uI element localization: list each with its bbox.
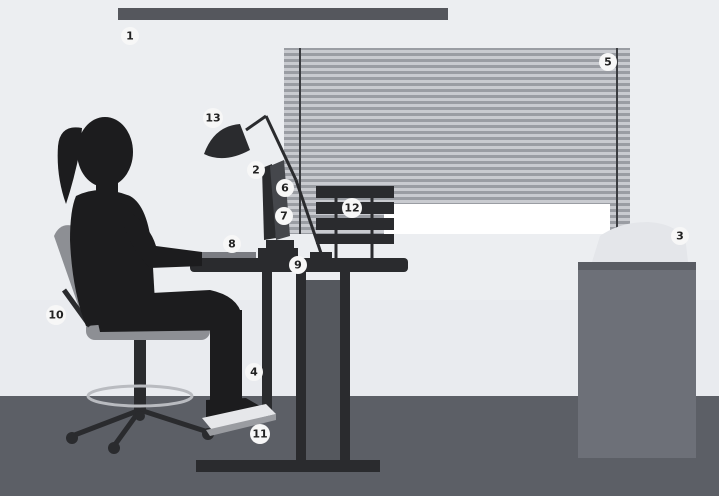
blind-slat bbox=[284, 140, 630, 143]
blind-slat bbox=[284, 164, 630, 167]
blind-slat bbox=[284, 176, 630, 179]
blind-slat bbox=[284, 86, 630, 89]
callout-10-label: 10 bbox=[48, 309, 64, 322]
keyboard bbox=[196, 252, 256, 258]
callout-6-label: 6 bbox=[281, 182, 289, 195]
blind-slat bbox=[284, 98, 630, 101]
blind-slat bbox=[284, 128, 630, 131]
callout-3-label: 3 bbox=[676, 230, 684, 243]
blind-slat bbox=[284, 104, 630, 107]
blind-slat bbox=[284, 92, 630, 95]
callout-5-label: 5 bbox=[604, 56, 612, 69]
window-glare bbox=[384, 204, 610, 234]
callout-1-label: 1 bbox=[126, 30, 134, 43]
blind-slat bbox=[284, 116, 630, 119]
blind-slat bbox=[284, 158, 630, 161]
callout-2-label: 2 bbox=[252, 164, 260, 177]
blind-slat bbox=[284, 56, 630, 59]
blind-slat bbox=[284, 110, 630, 113]
callout-12: 12 bbox=[342, 198, 362, 218]
blind-slat bbox=[284, 68, 630, 71]
callout-7: 7 bbox=[275, 207, 293, 225]
callout-8: 8 bbox=[223, 235, 241, 253]
blind-slat bbox=[284, 182, 630, 185]
callout-8-label: 8 bbox=[228, 238, 236, 251]
blind-slat bbox=[284, 50, 630, 53]
callout-4: 4 bbox=[245, 363, 263, 381]
callout-4-label: 4 bbox=[250, 366, 258, 379]
blind-slat bbox=[284, 80, 630, 83]
callout-9-label: 9 bbox=[294, 259, 302, 272]
callout-1: 1 bbox=[121, 27, 139, 45]
callout-11: 11 bbox=[250, 424, 270, 444]
callout-6: 6 bbox=[276, 179, 294, 197]
blind-slat bbox=[284, 152, 630, 155]
ceiling-light bbox=[118, 8, 448, 20]
callout-11-label: 11 bbox=[252, 428, 267, 441]
callout-13: 13 bbox=[203, 108, 223, 128]
blind-slat bbox=[284, 74, 630, 77]
callout-13-label: 13 bbox=[205, 112, 220, 125]
filing-cabinet bbox=[578, 262, 696, 458]
blind-slat bbox=[284, 134, 630, 137]
blind-slat bbox=[284, 122, 630, 125]
callout-2: 2 bbox=[247, 161, 265, 179]
callout-3: 3 bbox=[671, 227, 689, 245]
callout-9: 9 bbox=[289, 256, 307, 274]
blind-slat bbox=[284, 62, 630, 65]
callout-7-label: 7 bbox=[280, 210, 288, 223]
callout-12-label: 12 bbox=[344, 202, 359, 215]
callout-10: 10 bbox=[46, 305, 66, 325]
blind-slat bbox=[284, 146, 630, 149]
blind-slat bbox=[284, 170, 630, 173]
callout-5: 5 bbox=[599, 53, 617, 71]
